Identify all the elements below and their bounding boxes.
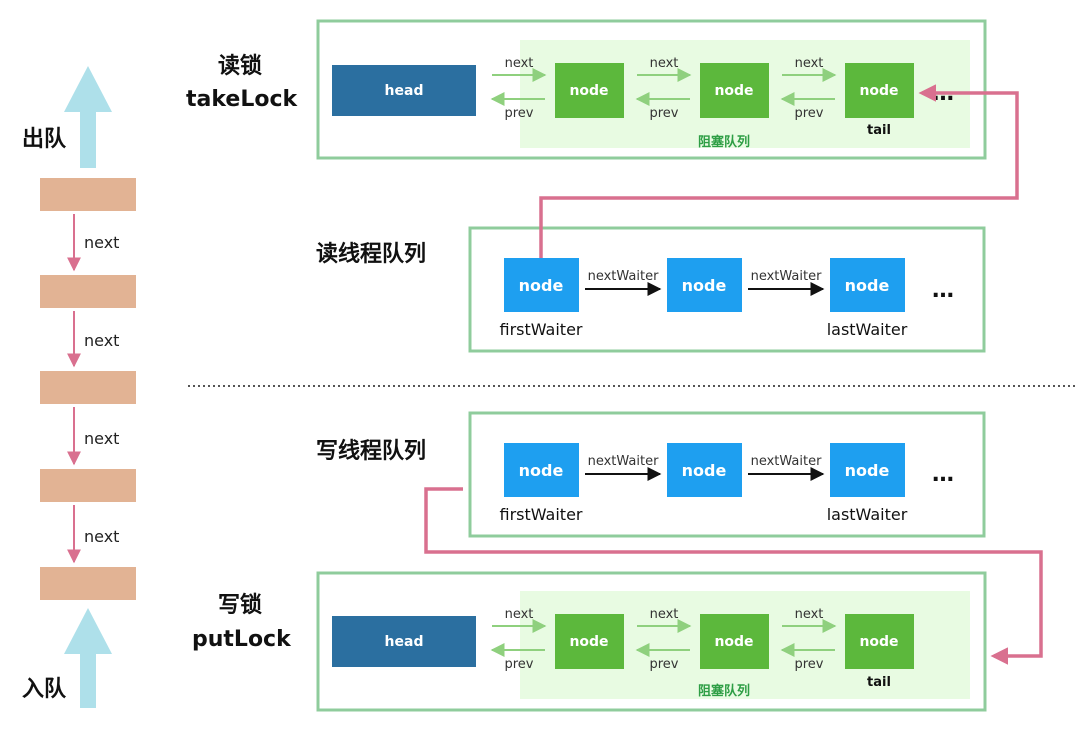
write-node-box — [555, 614, 624, 669]
queue-block — [40, 178, 136, 211]
write-prev-label: prev — [649, 657, 678, 672]
queue-link-label: next — [84, 429, 119, 448]
read-node-box — [555, 63, 624, 118]
write-last-waiter-label: lastWaiter — [827, 505, 908, 524]
read-node-box — [845, 63, 914, 118]
read-next-label: next — [505, 56, 534, 71]
read-connector-arrow — [539, 84, 1019, 258]
read-next-label: next — [795, 56, 824, 71]
queue-block — [40, 567, 136, 600]
write-tail-label: tail — [867, 675, 891, 690]
read-waiter-node-box — [830, 258, 905, 312]
write-waiters-ellipsis: … — [932, 462, 954, 487]
write-node-box — [845, 614, 914, 669]
read-tail-label: tail — [867, 123, 891, 138]
queue-block — [40, 371, 136, 404]
read-waiters-section: 读线程队列 node node node nextWaiter nextWait… — [316, 226, 986, 353]
dequeue-arrow-icon — [64, 66, 112, 168]
write-waiter-node-label: node — [845, 461, 890, 480]
read-last-waiter-label: lastWaiter — [827, 320, 908, 339]
read-node-label: node — [569, 83, 608, 99]
write-waiters-title: 写线程队列 — [316, 438, 426, 464]
write-node-label: node — [569, 634, 608, 650]
queue-block — [40, 469, 136, 502]
read-node-label: node — [859, 83, 898, 99]
write-first-waiter-label: firstWaiter — [499, 505, 582, 524]
dequeue-label: 出队 — [22, 127, 67, 152]
enqueue-label: 入队 — [22, 677, 67, 702]
read-waiter-node-label: node — [519, 276, 564, 295]
read-node-box — [700, 63, 769, 118]
read-head-box — [332, 65, 476, 116]
read-waiters-title: 读线程队列 — [316, 241, 426, 267]
read-waiter-node-box — [504, 258, 579, 312]
write-waiter-node-box — [504, 443, 579, 497]
write-head-label: head — [385, 634, 424, 650]
write-waiter-link-label: nextWaiter — [588, 454, 659, 469]
write-waiter-link-label: nextWaiter — [751, 454, 822, 469]
write-waiter-node-label: node — [519, 461, 564, 480]
write-node-box — [700, 614, 769, 669]
write-connector-arrow — [424, 487, 1043, 665]
write-next-label: next — [795, 607, 824, 622]
write-queue-label: 阻塞队列 — [698, 683, 750, 699]
write-head-box — [332, 616, 476, 667]
write-waiter-node-box — [667, 443, 742, 497]
read-waiter-node-label: node — [845, 276, 890, 295]
read-prev-label: prev — [794, 106, 823, 121]
read-prev-label: prev — [504, 106, 533, 121]
read-queue-label: 阻塞队列 — [698, 134, 750, 150]
read-waiter-link-label: nextWaiter — [588, 269, 659, 284]
queue-link-label: next — [84, 527, 119, 546]
queue-link-label: next — [84, 331, 119, 350]
write-lock-title-en: putLock — [192, 627, 292, 652]
read-lock-title-cn: 读锁 — [218, 53, 262, 79]
write-waiter-node-label: node — [682, 461, 727, 480]
write-waiter-node-box — [830, 443, 905, 497]
write-waiters-section: 写线程队列 node node node nextWaiter nextWait… — [316, 411, 986, 538]
write-next-label: next — [650, 607, 679, 622]
read-lock-title-en: takeLock — [186, 87, 298, 112]
write-next-label: next — [505, 607, 534, 622]
read-first-waiter-label: firstWaiter — [499, 320, 582, 339]
write-node-label: node — [859, 634, 898, 650]
read-waiter-node-label: node — [682, 276, 727, 295]
queue-block — [40, 275, 136, 308]
read-next-label: next — [650, 56, 679, 71]
queue-link-label: next — [84, 233, 119, 252]
write-prev-label: prev — [794, 657, 823, 672]
read-waiter-link-label: nextWaiter — [751, 269, 822, 284]
write-prev-label: prev — [504, 657, 533, 672]
read-node-label: node — [714, 83, 753, 99]
write-lock-section: 写锁 putLock head node node node next prev… — [192, 571, 987, 712]
read-head-label: head — [385, 83, 424, 99]
enqueue-arrow-icon — [64, 608, 112, 708]
write-node-label: node — [714, 634, 753, 650]
read-waiters-ellipsis: … — [932, 278, 954, 303]
write-lock-title-cn: 写锁 — [218, 592, 262, 618]
read-waiter-node-box — [667, 258, 742, 312]
read-lock-section: 读锁 takeLock head node node node next pre… — [186, 19, 987, 160]
read-prev-label: prev — [649, 106, 678, 121]
left-queue: 出队 next next next next 入队 — [22, 66, 136, 708]
